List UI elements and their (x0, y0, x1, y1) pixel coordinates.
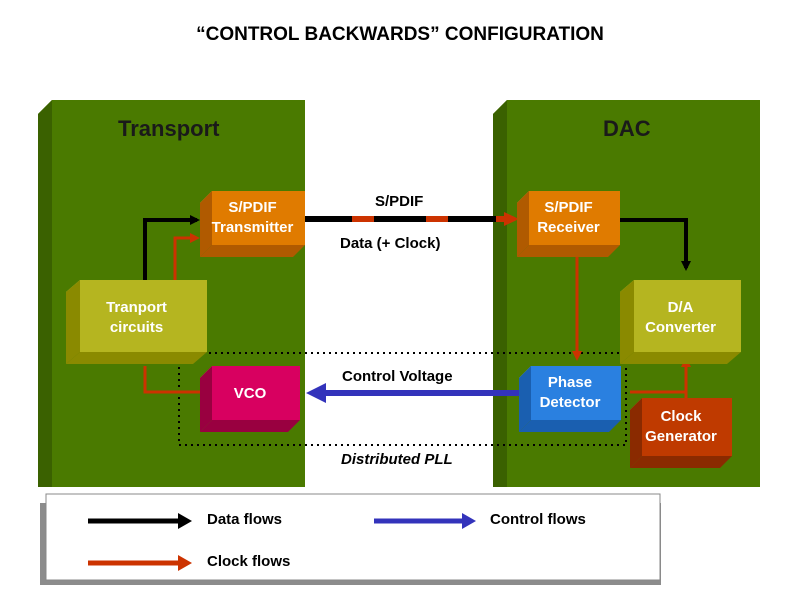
transport-circuits-label-line2: circuits (109, 319, 164, 336)
spdif-receiver-label-line1: S/PDIF (544, 199, 593, 216)
data-flow-circuits-to-tx (143, 215, 200, 280)
clock-generator-label: Clock Generator (630, 407, 732, 447)
phase-detector-label: Phase Detector (519, 373, 621, 413)
phase-detector-label-line2: Detector (539, 394, 601, 411)
vco-block (200, 366, 300, 432)
legend-clock-flows-label: Clock flows (207, 553, 291, 570)
distributed-pll-boundary (178, 352, 627, 446)
spdif-transmitter-block (200, 191, 305, 257)
control-voltage-label: Control Voltage (342, 368, 453, 385)
spdif-link-label: S/PDIF (375, 193, 424, 210)
legend-clock-arrowhead (178, 555, 192, 571)
clock-generator-label-line1: Clock (660, 408, 702, 425)
clock-generator-block (630, 398, 732, 468)
da-converter-label-line1: D/A (667, 299, 694, 316)
legend-control-arrowhead (462, 513, 476, 529)
da-converter-label: D/A Converter (620, 298, 741, 338)
clock-flow-circuits-to-tx (173, 233, 200, 280)
distributed-pll-label: Distributed PLL (341, 451, 453, 468)
vco-label: VCO (233, 385, 267, 402)
data-clock-label: Data (+ Clock) (340, 235, 441, 252)
control-voltage-arrowhead (306, 383, 326, 403)
spdif-transmitter-label-line2: Transmitter (211, 219, 294, 236)
transport-panel-title: Transport (118, 116, 220, 141)
da-converter-label-line2: Converter (645, 319, 716, 336)
spdif-receiver-block (517, 191, 620, 257)
spdif-receiver-label-line2: Receiver (537, 219, 600, 236)
data-flow-rx-to-dac (620, 218, 691, 271)
transport-circuits-block (66, 280, 207, 364)
da-converter-block (620, 280, 741, 364)
clock-flow-vco-to-circuits (143, 366, 200, 394)
legend-data-flows-label: Data flows (207, 511, 283, 528)
transport-circuits-label-line1: Tranport (106, 299, 167, 316)
phase-detector-label-line1: Phase (547, 374, 593, 391)
spdif-transmitter-label: S/PDIF Transmitter (200, 198, 305, 238)
legend-box (40, 493, 661, 585)
transport-circuits-label: Tranport circuits (66, 298, 207, 338)
spdif-receiver-label: S/PDIF Receiver (517, 198, 620, 238)
clock-generator-label-line2: Generator (645, 428, 717, 445)
phase-detector-block (519, 366, 621, 432)
dac-panel-title: DAC (603, 116, 651, 141)
spdif-transmitter-label-line1: S/PDIF (228, 199, 277, 216)
legend-data-arrowhead (178, 513, 192, 529)
spdif-link-arrowhead (504, 212, 519, 226)
page-title: “CONTROL BACKWARDS” CONFIGURATION (196, 24, 604, 45)
legend-control-flows-label: Control flows (490, 511, 586, 528)
